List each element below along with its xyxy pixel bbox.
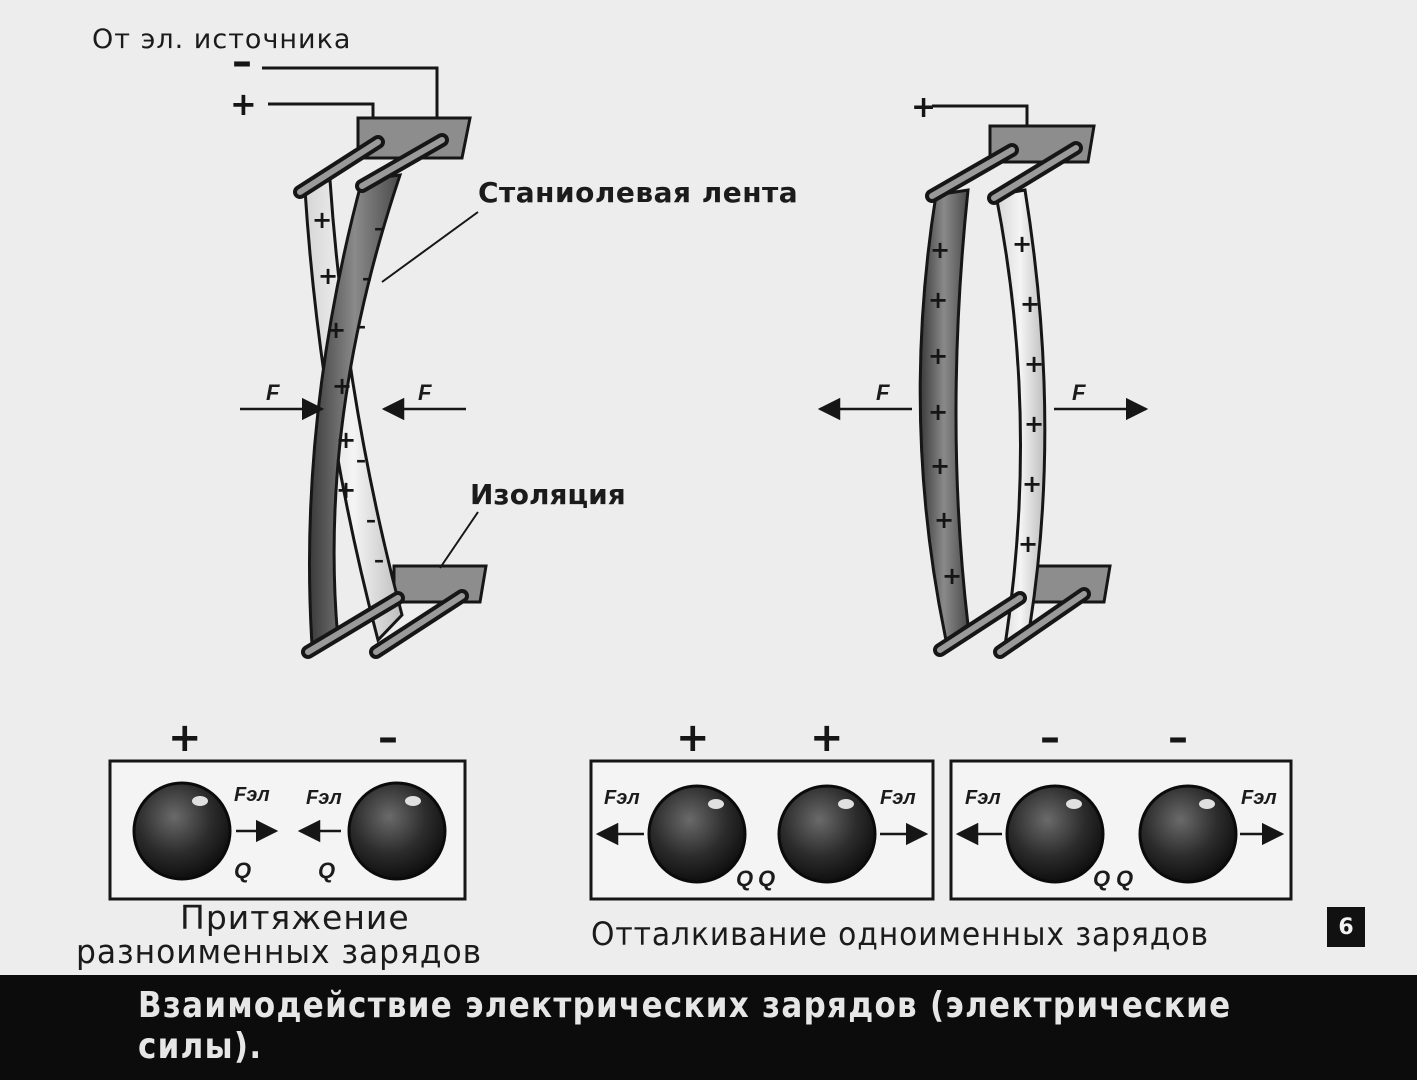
insulation-leader-line [439,511,479,569]
attraction-caption-line1: Притяжение [180,898,410,937]
source-label: От эл. источника [92,24,352,55]
force-label-2: F [418,380,432,405]
panel3-minus-a: – [1040,715,1060,761]
foil-label: Станиолевая лента [478,176,799,209]
panel3-minus-b: – [1168,715,1188,761]
q-label-4: Q [758,866,776,891]
q-label-3: Q [736,866,754,891]
panel1-plus: + [168,715,202,761]
slide-number: 6 [1327,907,1365,947]
caption-bar: Взаимодействие электрических зарядов (эл… [0,975,1417,1080]
bottom-insulator [392,564,488,604]
q-label-6: Q [1116,866,1134,891]
ball-3 [647,784,747,884]
q-label-2: Q [318,858,336,883]
ball-4 [777,784,877,884]
ball-1 [132,781,232,881]
source-minus-sign: – [232,39,252,85]
charged-balls [132,781,1238,884]
left-apparatus [240,66,488,659]
right-apparatus [817,104,1149,659]
ball-2 [347,781,447,881]
repulsion-caption: Отталкивание одноименных зарядов [591,915,1209,953]
ball-6 [1138,784,1238,884]
foil-leader-line [381,211,479,283]
force-label-4: F [1072,380,1086,405]
fel-label-5: Fэл [965,787,1001,809]
right-source-plus-sign: + [911,90,937,125]
fel-label-1: Fэл [234,784,270,806]
fel-label-4: Fэл [880,787,916,809]
fel-label-6: Fэл [1241,787,1277,809]
force-label-1: F [266,380,280,405]
attraction-caption-line2: разноименных зарядов [76,932,483,971]
fel-label-3: Fэл [604,787,640,809]
ball-5 [1005,784,1105,884]
caption-text: Взаимодействие электрических зарядов (эл… [138,985,1232,1067]
panel2-plus-a: + [676,715,710,761]
panel2-plus-b: + [810,715,844,761]
insulation-label: Изоляция [470,478,626,511]
q-label-5: Q [1093,866,1111,891]
q-label-1: Q [234,858,252,883]
force-label-3: F [876,380,890,405]
source-plus-sign: + [230,85,257,123]
fel-label-2: Fэл [306,787,342,809]
wire-minus [262,66,439,135]
panel1-minus: – [378,715,398,761]
